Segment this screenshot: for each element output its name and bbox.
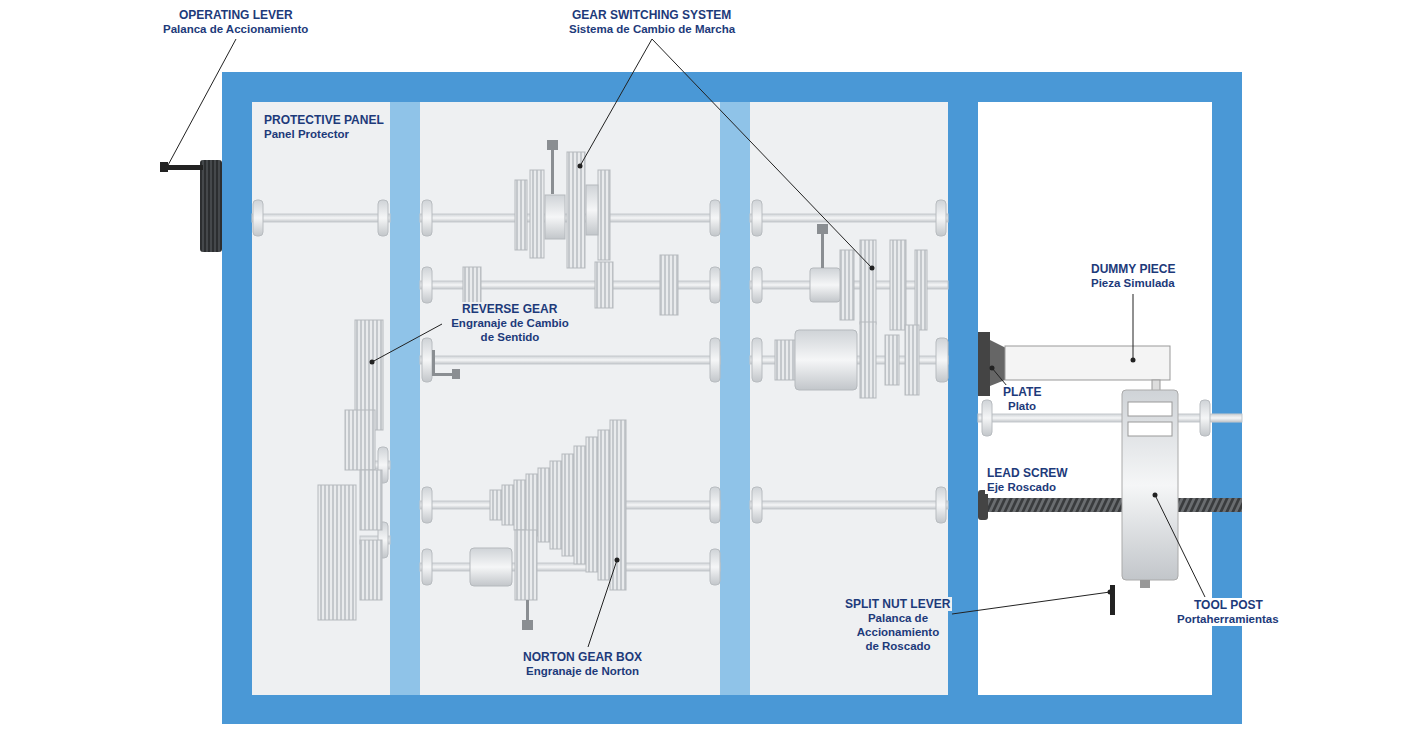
part-name-spanish: Engranaje de Cambio de Sentido [448, 316, 572, 344]
part-name-spanish: Palanca de Accionamiento de Roscado [848, 611, 948, 653]
part-name-spanish: Palanca de Accionamiento [161, 22, 310, 36]
part-name: OPERATING LEVER [177, 8, 295, 22]
part-name-spanish: Pieza Simulada [1089, 276, 1177, 290]
part-name-spanish: Engranaje de Norton [524, 664, 641, 678]
part-name-spanish: Eje Roscado [985, 480, 1058, 494]
part-name-spanish: Sistema de Cambio de Marcha [567, 22, 737, 36]
part-name-spanish: Plato [1006, 399, 1038, 413]
part-name: SPLIT NUT LEVER [843, 597, 952, 611]
part-name: PLATE [1001, 385, 1043, 399]
part-name: REVERSE GEAR [460, 302, 559, 316]
part-name: TOOL POST [1192, 598, 1265, 612]
part-name-spanish: Panel Protector [262, 127, 351, 141]
part-name: PROTECTIVE PANEL [262, 113, 386, 127]
part-name-spanish: Portaherramientas [1175, 612, 1281, 626]
part-name: GEAR SWITCHING SYSTEM [570, 8, 733, 22]
part-name: LEAD SCREW [985, 466, 1070, 480]
part-name: NORTON GEAR BOX [521, 650, 644, 664]
part-name: DUMMY PIECE [1089, 262, 1177, 276]
